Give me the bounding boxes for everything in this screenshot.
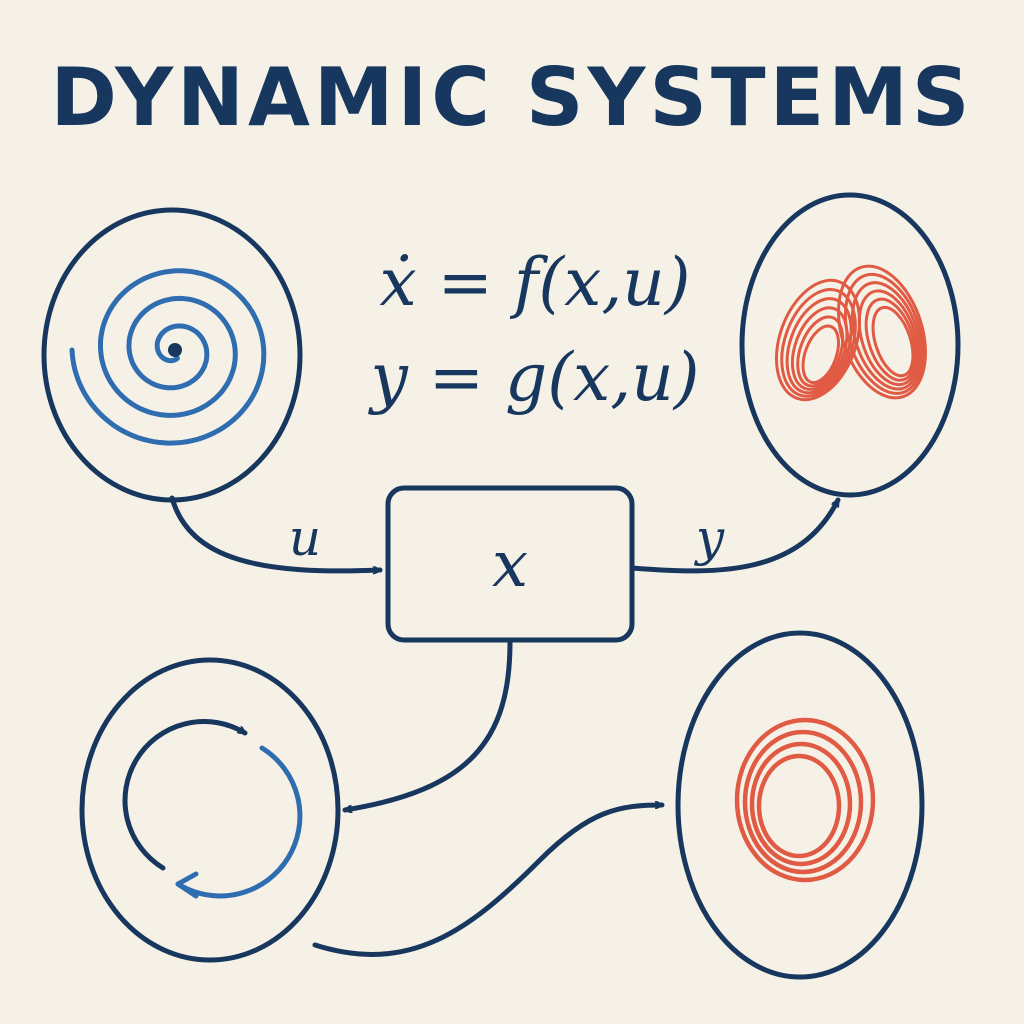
attractor-loop xyxy=(871,305,915,378)
strange-attractor-panel xyxy=(739,192,961,498)
limit-cycle-ring xyxy=(756,753,842,859)
limit-cycle-ring xyxy=(734,717,876,883)
attractor-loop xyxy=(801,324,840,385)
attractor-loop xyxy=(837,264,927,400)
attractor-loop xyxy=(780,287,857,398)
feedback-arrow xyxy=(342,639,513,810)
transition-arrow xyxy=(312,805,665,957)
strange-attractor-trajectory xyxy=(774,264,927,402)
cycle-arrow-upper xyxy=(122,719,248,871)
output-signal-label: y xyxy=(694,509,725,567)
periodic-cycle-panel xyxy=(79,657,341,963)
stable-spiral-trajectory xyxy=(69,268,267,446)
attractor-loop xyxy=(864,297,917,382)
strange-attractor-circle xyxy=(739,192,961,498)
cycle-arrow-lower-head xyxy=(175,871,199,899)
output-equation: y = g(x,u) xyxy=(367,339,699,416)
limit-cycle-panel xyxy=(675,630,925,980)
stable-spiral-panel xyxy=(41,207,303,503)
attractor-loop xyxy=(796,315,845,388)
input-signal-label: u xyxy=(289,509,321,567)
output-arrow xyxy=(629,497,841,574)
input-arrow xyxy=(169,495,383,571)
page-title: DYNAMIC SYSTEMS xyxy=(50,51,974,144)
limit-cycle-ring xyxy=(742,729,864,875)
attractor-loop xyxy=(850,281,922,391)
state-equation: ẋ = f(x,u) xyxy=(379,244,690,321)
state-block: x xyxy=(385,485,635,643)
limit-cycle-circle xyxy=(675,630,925,980)
attractor-loop xyxy=(843,272,925,395)
cycle-arrow-lower xyxy=(175,745,303,899)
attractor-loop xyxy=(857,289,920,387)
attractor-loop xyxy=(785,297,853,395)
spiral-equilibrium-point xyxy=(168,343,182,357)
limit-cycle-trajectory xyxy=(734,717,876,883)
attractor-loop xyxy=(790,306,849,391)
limit-cycle-ring xyxy=(749,741,853,867)
state-block-label: x xyxy=(492,528,528,602)
periodic-cycle-circle xyxy=(79,657,341,963)
